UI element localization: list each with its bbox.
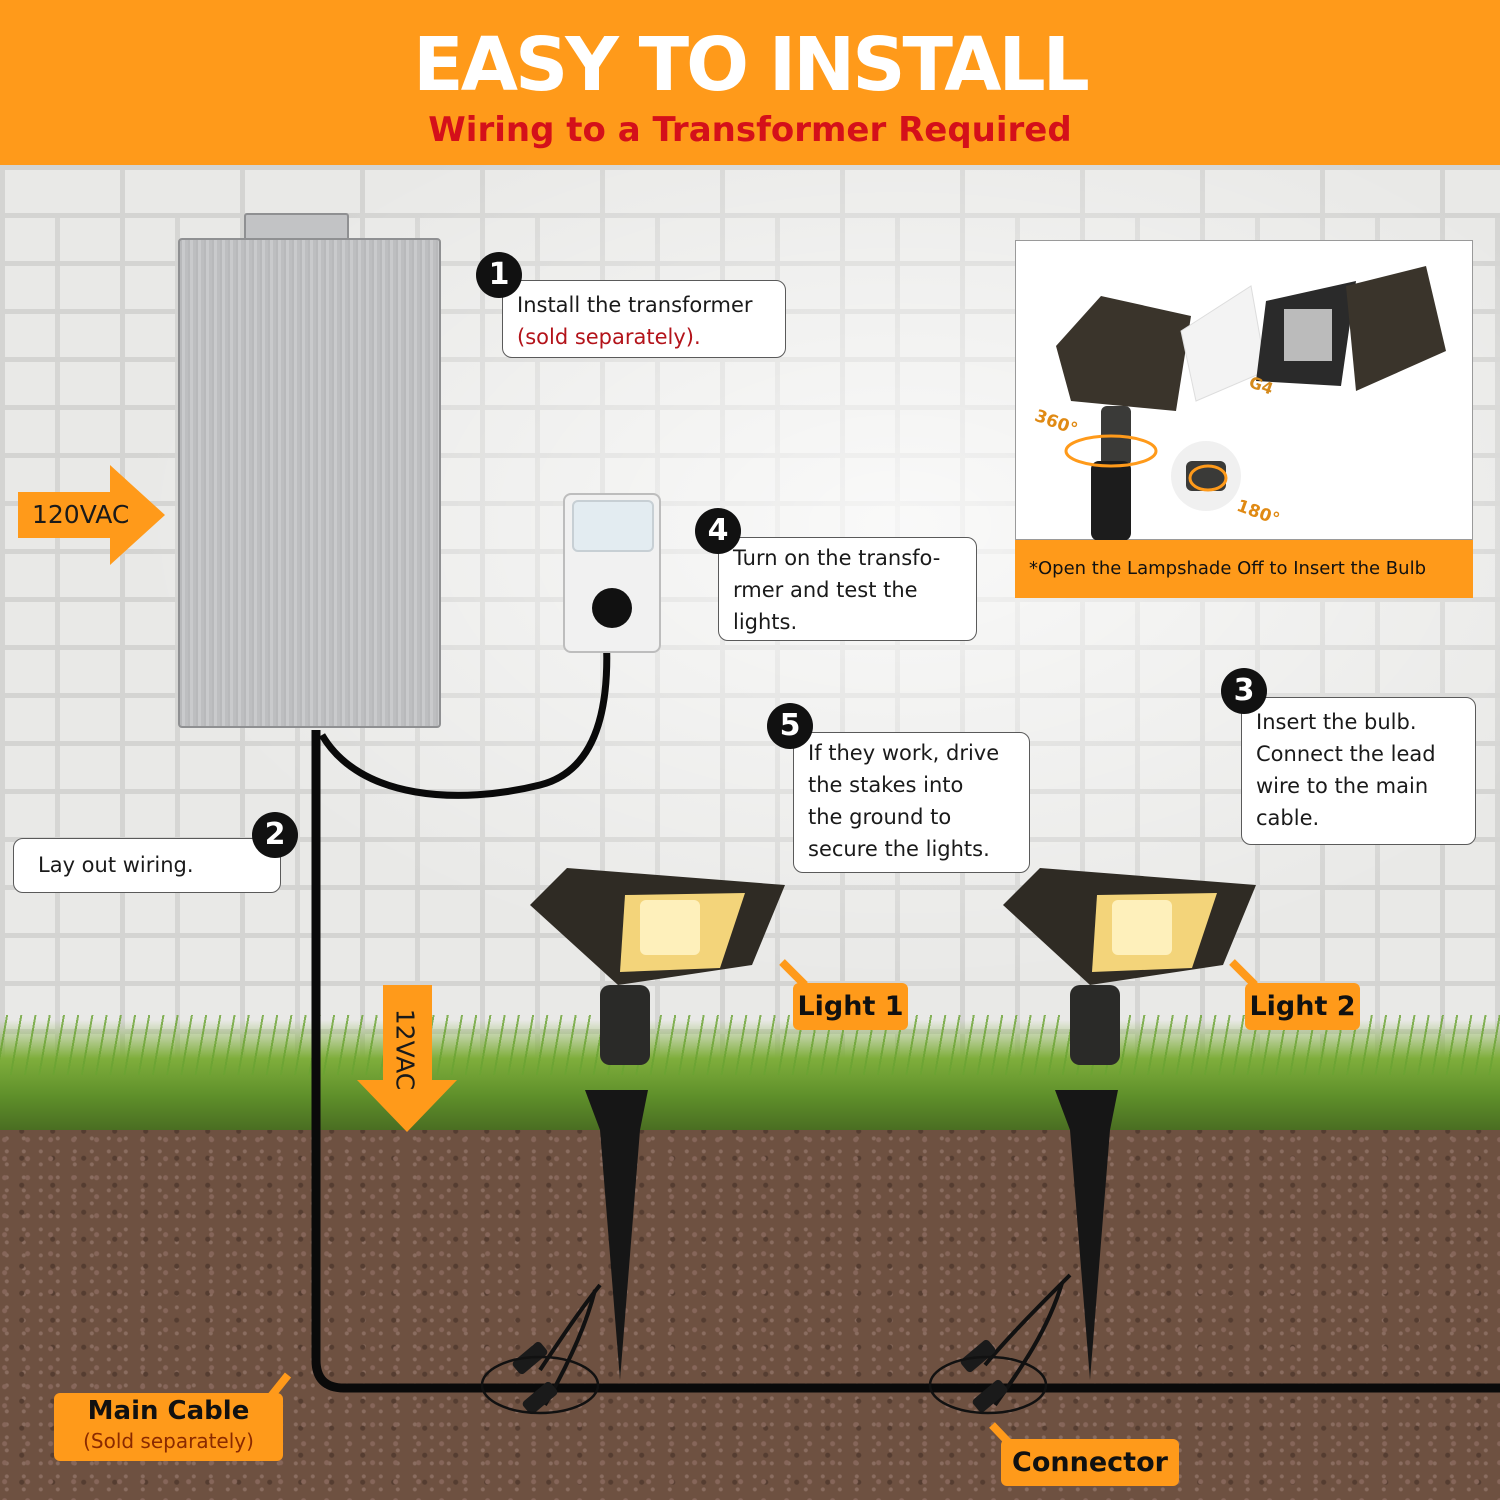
outlet-cover <box>572 500 654 552</box>
lampshade-inset-photo: G4 360° 180° <box>1015 240 1473 541</box>
step-2-badge: 2 <box>252 812 298 858</box>
step-5-callout: If they work, drive the stakes into the … <box>793 732 1030 873</box>
step-4-badge: 4 <box>695 508 741 554</box>
rotate-arrow-icon <box>1064 434 1158 468</box>
step-5-line: secure the lights. <box>808 837 990 861</box>
step-3-line: Insert the bulb. <box>1256 710 1417 734</box>
inset-caption: *Open the Lampshade Off to Insert the Bu… <box>1015 540 1473 598</box>
main-cable-label: Main Cable <box>87 1396 250 1426</box>
light-2-tag: Light 2 <box>1245 983 1360 1030</box>
step-1-callout: Install the transformer (sold separately… <box>502 280 786 358</box>
light-1-tag: Light 1 <box>793 983 908 1030</box>
step-3-callout: Insert the bulb. Connect the lead wire t… <box>1241 697 1476 845</box>
plug-icon <box>592 588 632 628</box>
light-fixture-2 <box>1003 868 1256 1380</box>
step-4-line: rmer and test the <box>733 578 918 602</box>
connector-ring <box>928 1355 1048 1415</box>
step-5-line: the ground to <box>808 805 952 829</box>
output-voltage-label: 12VAC <box>390 1008 420 1091</box>
step-3-line: cable. <box>1256 806 1320 830</box>
step-3-line: wire to the main <box>1256 774 1429 798</box>
page-subtitle: Wiring to a Transformer Required <box>428 110 1072 150</box>
connector-plug <box>972 1379 1008 1413</box>
main-cable-note: (Sold separately) <box>83 1429 254 1453</box>
input-voltage-label: 120VAC <box>32 500 130 529</box>
plug-cord <box>318 599 611 799</box>
rotate-arrow-icon <box>1188 464 1228 492</box>
light1-pointer <box>779 959 808 988</box>
light-fixture-1 <box>530 868 785 1380</box>
light2-pointer <box>1229 959 1258 988</box>
connector-plug <box>960 1339 996 1373</box>
step-4-line: lights. <box>733 610 798 634</box>
connector-tag: Connector <box>1001 1439 1179 1486</box>
step-2-callout: Lay out wiring. <box>13 838 281 893</box>
header-banner: EASY TO INSTALL Wiring to a Transformer … <box>0 0 1500 165</box>
step-5-line: the stakes into <box>808 773 964 797</box>
page-title: EASY TO INSTALL <box>413 22 1090 108</box>
connector-ring <box>480 1355 600 1415</box>
exploded-fixture-illustration <box>1056 266 1446 541</box>
step-5-badge: 5 <box>767 703 813 749</box>
step-1-text: Install the transformer <box>517 293 753 317</box>
step-2-text: Lay out wiring. <box>38 853 194 877</box>
transformer-box <box>178 238 441 728</box>
input-arrow-icon <box>18 465 165 565</box>
step-3-badge: 3 <box>1221 668 1267 714</box>
main-cable-tag: Main Cable (Sold separately) <box>54 1393 283 1461</box>
lead-wire-2 <box>983 1273 1072 1367</box>
output-arrow-icon <box>357 985 457 1132</box>
step-4-callout: Turn on the transfo- rmer and test the l… <box>718 537 977 641</box>
step-1-badge: 1 <box>476 252 522 298</box>
connector-plug <box>522 1381 558 1415</box>
step-3-line: Connect the lead <box>1256 742 1436 766</box>
step-4-line: Turn on the transfo- <box>733 546 941 570</box>
step-1-note: (sold separately). <box>517 325 701 349</box>
main-cable-line <box>311 730 1500 1393</box>
step-5-line: If they work, drive <box>808 741 1000 765</box>
